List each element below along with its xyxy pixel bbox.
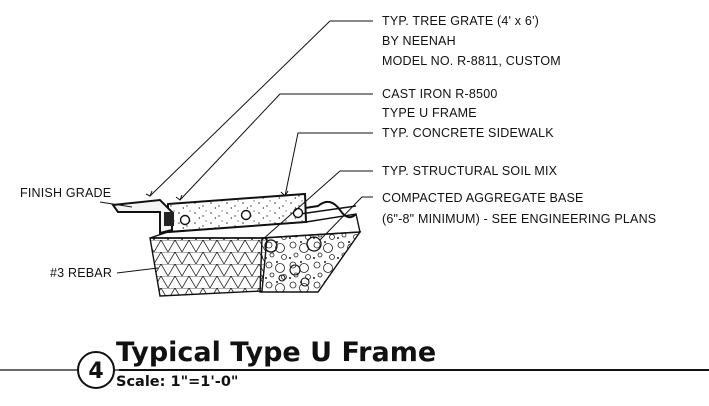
svg-text:MODEL NO. R-8811, CUSTOM: MODEL NO. R-8811, CUSTOM xyxy=(382,54,561,68)
callout-frame: CAST IRON R-8500 TYPE U FRAME xyxy=(382,87,498,120)
svg-text:CAST IRON R-8500: CAST IRON R-8500 xyxy=(382,87,498,101)
title-block: 4 Typical Type U Frame Scale: 1"=1'-0" xyxy=(0,337,709,390)
callout-soil-mix: TYP. STRUCTURAL SOIL MIX xyxy=(382,164,558,178)
cast-iron-frame xyxy=(111,198,357,235)
callout-sidewalk: TYP. CONCRETE SIDEWALK xyxy=(382,126,554,140)
svg-text:COMPACTED AGGREGATE BASE: COMPACTED AGGREGATE BASE xyxy=(382,191,584,205)
svg-text:BY NEENAH: BY NEENAH xyxy=(382,34,456,48)
triangular-hatch-soil xyxy=(149,237,268,297)
detail-number: 4 xyxy=(88,359,103,384)
callout-finish-grade: FINISH GRADE xyxy=(20,186,111,200)
leader-lines xyxy=(99,20,373,274)
detail-title: Typical Type U Frame xyxy=(116,337,436,368)
svg-text:(6"-8" MINIMUM) - SEE ENGINEER: (6"-8" MINIMUM) - SEE ENGINEERING PLANS xyxy=(382,212,656,226)
callout-tree-grate: TYP. TREE GRATE (4' x 6') BY NEENAH MODE… xyxy=(382,14,561,68)
callout-rebar: #3 REBAR xyxy=(50,266,112,280)
gravel-aggregate-base xyxy=(259,231,362,293)
callout-aggregate: COMPACTED AGGREGATE BASE (6"-8" MINIMUM)… xyxy=(382,191,656,226)
svg-text:TYPE U FRAME: TYPE U FRAME xyxy=(382,106,477,120)
svg-text:TYP. TREE GRATE (4' x 6'): TYP. TREE GRATE (4' x 6') xyxy=(382,14,539,28)
detail-scale: Scale: 1"=1'-0" xyxy=(116,374,238,390)
